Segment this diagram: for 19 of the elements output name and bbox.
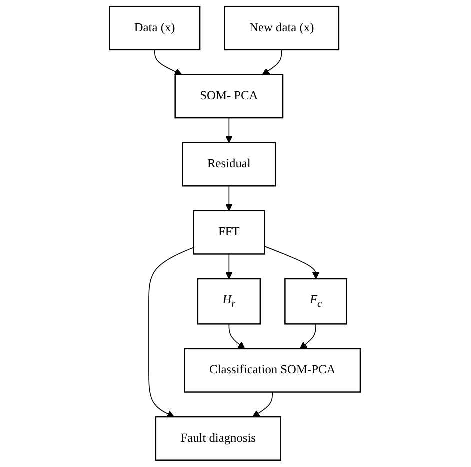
- arrow: [149, 247, 195, 418]
- node-box: F$_{c}$: [285, 278, 348, 325]
- arrow: [253, 392, 274, 418]
- node-box: SOM- PCA: [175, 74, 284, 119]
- node-box: FFT: [194, 210, 266, 255]
- arrow: [229, 324, 246, 350]
- node-box: Data (x): [109, 6, 202, 51]
- node-box: Residual: [182, 142, 277, 187]
- node-box: H$_{r}$: [198, 278, 262, 325]
- arrow: [226, 186, 234, 212]
- node-box: New data (x): [224, 6, 340, 51]
- arrow: [300, 324, 317, 350]
- arrow: [264, 246, 320, 280]
- arrow: [262, 50, 283, 76]
- arrow: [226, 118, 234, 144]
- node-box: Classification SOM-PCA: [184, 348, 362, 393]
- arrow: [154, 50, 183, 76]
- arrow: [226, 254, 234, 280]
- node-box: Fault diagnosis: [156, 416, 282, 461]
